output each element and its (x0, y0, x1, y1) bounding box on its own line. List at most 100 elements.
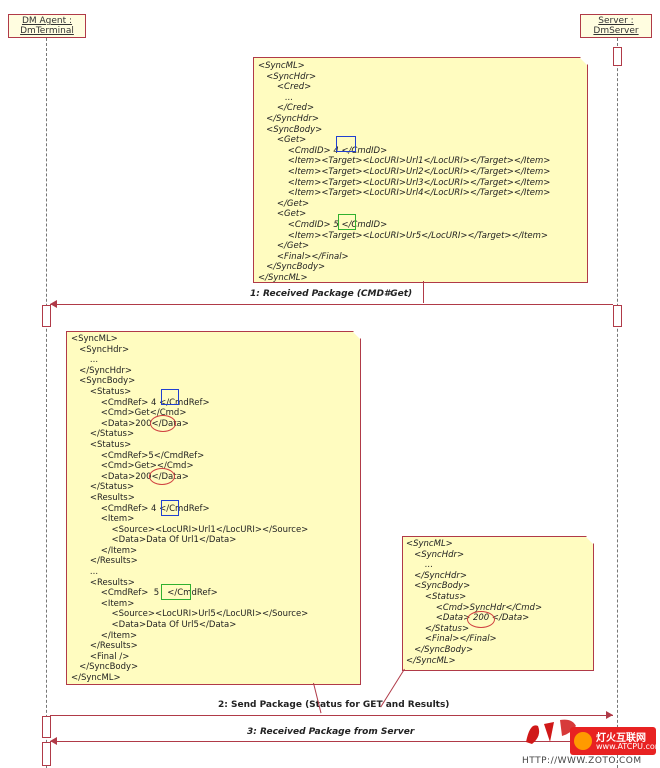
xml-line: <Cmd>Get</Cmd> (100, 408, 187, 419)
xml-line: <CmdID> 5 </CmdID> (287, 219, 388, 230)
agent-lifeline-role: DM Agent : (21, 16, 73, 26)
xml-line: </SyncHdr> (266, 113, 319, 124)
watermark-bottom-url: HTTP://WWW.ZOTO.COM (522, 756, 642, 766)
server-lifeline (617, 38, 618, 768)
cmdref-4-highlight (161, 389, 179, 405)
data-200-highlight-3 (467, 611, 495, 628)
xml-line: <Cred> (276, 82, 312, 93)
agent-lifeline-header: DM Agent : DmTerminal (8, 14, 86, 38)
xml-line: ... (424, 560, 434, 571)
watermark-logo-icon (574, 732, 592, 750)
agent-activation-m2 (42, 716, 51, 738)
xml-line: <Status> (89, 386, 132, 397)
xml-line: </Status> (89, 429, 135, 440)
xml-line: <Results> (89, 577, 135, 588)
final-package-xml: <SyncML> <SyncHdr> ... </SyncHdr> <SyncB… (406, 539, 542, 666)
message-3-arrow (50, 741, 613, 742)
xml-line: </SyncML> (406, 655, 456, 666)
xml-line: <SyncML> (406, 539, 453, 549)
xml-line: <SyncBody> (266, 124, 323, 135)
xml-line: </Cred> (276, 103, 315, 114)
server-lifeline-header: Server : DmServer (580, 14, 652, 38)
xml-line: <Final></Final> (424, 634, 497, 645)
xml-line: <SyncML> (71, 334, 118, 344)
data-200-highlight-2 (149, 468, 175, 485)
xml-line: <Data>200</Data> (100, 418, 189, 429)
message-3-label: 3: Received Package from Server (247, 727, 415, 737)
xml-line: <SyncBody> (414, 581, 471, 592)
xml-line: </SyncML> (258, 272, 308, 283)
xml-line: <SyncBody> (79, 376, 136, 387)
xml-line: </Item> (100, 630, 138, 641)
xml-line: <Item> (100, 598, 135, 609)
watermark-site-url: www.ATCPU.com (596, 742, 660, 751)
status-package-xml: <SyncML> <SyncHdr> ... </SyncHdr> <SyncB… (71, 334, 308, 684)
xml-line: <Item><Target><LocURI>Url4</LocURI></Tar… (287, 188, 551, 199)
xml-line: <SyncHdr> (266, 71, 317, 82)
xml-line: <Status> (89, 439, 132, 450)
xml-line: </SyncHdr> (414, 570, 467, 581)
xml-line: </Results> (89, 641, 138, 652)
xml-line: </SyncBody> (414, 644, 474, 655)
message-2-arrow (50, 715, 613, 716)
xml-line: </Status> (89, 482, 135, 493)
xml-line: </SyncHdr> (79, 365, 132, 376)
results-cmdref-4-highlight (161, 500, 179, 516)
agent-lifeline-class: DmTerminal (20, 26, 74, 36)
xml-line: <Data>200</Data> (100, 471, 189, 482)
message-3-arrowhead (50, 737, 57, 745)
get-package-note: <SyncML> <SyncHdr> <Cred> ... </Cred> </… (253, 57, 588, 283)
xml-line: <CmdRef> 4 </CmdRef> (100, 503, 210, 514)
xml-line: <CmdRef> 4 </CmdRef> (100, 397, 210, 408)
xml-line: <Item><Target><LocURI>Url3</LocURI></Tar… (287, 177, 551, 188)
xml-line: </Item> (100, 545, 138, 556)
data-200-highlight-1 (150, 415, 176, 432)
xml-line: <SyncHdr> (79, 344, 130, 355)
watermark-brush-art (520, 712, 580, 752)
xml-line: <SyncHdr> (414, 549, 465, 560)
server-lifeline-role: Server : (598, 16, 634, 26)
xml-line: <Get> (276, 209, 307, 220)
xml-line: </Results> (89, 556, 138, 567)
xml-line: </SyncBody> (79, 662, 139, 673)
xml-line: <Cmd>Get></Cmd> (100, 461, 194, 472)
xml-line: <Data>Data Of Url5</Data> (111, 620, 237, 631)
message-2-arrowhead (606, 711, 613, 719)
xml-line: </Status> (424, 623, 470, 634)
get-package-xml: <SyncML> <SyncHdr> <Cred> ... </Cred> </… (258, 61, 550, 283)
xml-line: ... (89, 567, 99, 578)
server-activation-top (613, 47, 622, 66)
xml-line: <Item><Target><LocURI>Ur5</LocURI></Targ… (287, 230, 549, 241)
status-package-note: <SyncML> <SyncHdr> ... </SyncHdr> <SyncB… (66, 331, 361, 685)
watermark-badge: 灯火互联网 www.ATCPU.com (570, 727, 660, 755)
xml-line: </Get> (276, 241, 310, 252)
xml-line: <Item> (100, 514, 135, 525)
xml-line: <Data>Data Of Url1</Data> (111, 535, 237, 546)
agent-activation-m3 (42, 742, 51, 766)
xml-line: <Source><LocURI>Url5</LocURI></Source> (111, 609, 309, 620)
agent-lifeline (46, 38, 47, 768)
xml-line: </SyncML> (71, 673, 121, 683)
xml-line: ... (285, 92, 294, 103)
xml-line: </SyncBody> (266, 262, 326, 273)
xml-line: <Final /> (89, 651, 130, 662)
xml-line: </Get> (276, 198, 310, 209)
xml-line: <SyncML> (258, 61, 305, 71)
results-cmdref-5-highlight (161, 584, 191, 600)
brush-logo-icon (526, 719, 576, 744)
xml-line: <CmdRef>5</CmdRef> (100, 450, 205, 461)
cmdid-4-highlight (336, 136, 356, 152)
message-1-label: 1: Received Package (CMD#Get) (250, 289, 413, 299)
xml-line: <CmdRef> 5 </CmdRef> (100, 588, 218, 599)
watermark-site-cn: 灯火互联网 (596, 733, 646, 744)
message-1-arrowhead (50, 300, 57, 308)
xml-line: <Item><Target><LocURI>Url1</LocURI></Tar… (287, 156, 551, 167)
xml-line: <Status> (424, 591, 467, 602)
message-1-arrow (50, 304, 613, 305)
server-lifeline-class: DmServer (593, 26, 639, 36)
xml-line: <CmdID> 4 </CmdID> (287, 145, 388, 156)
xml-line: <Source><LocURI>Url1</LocURI></Source> (111, 524, 309, 535)
agent-activation-m1 (42, 305, 51, 327)
xml-line: <Item><Target><LocURI>Url2</LocURI></Tar… (287, 166, 551, 177)
message-2-label: 2: Send Package (Status for GET and Resu… (218, 700, 450, 710)
